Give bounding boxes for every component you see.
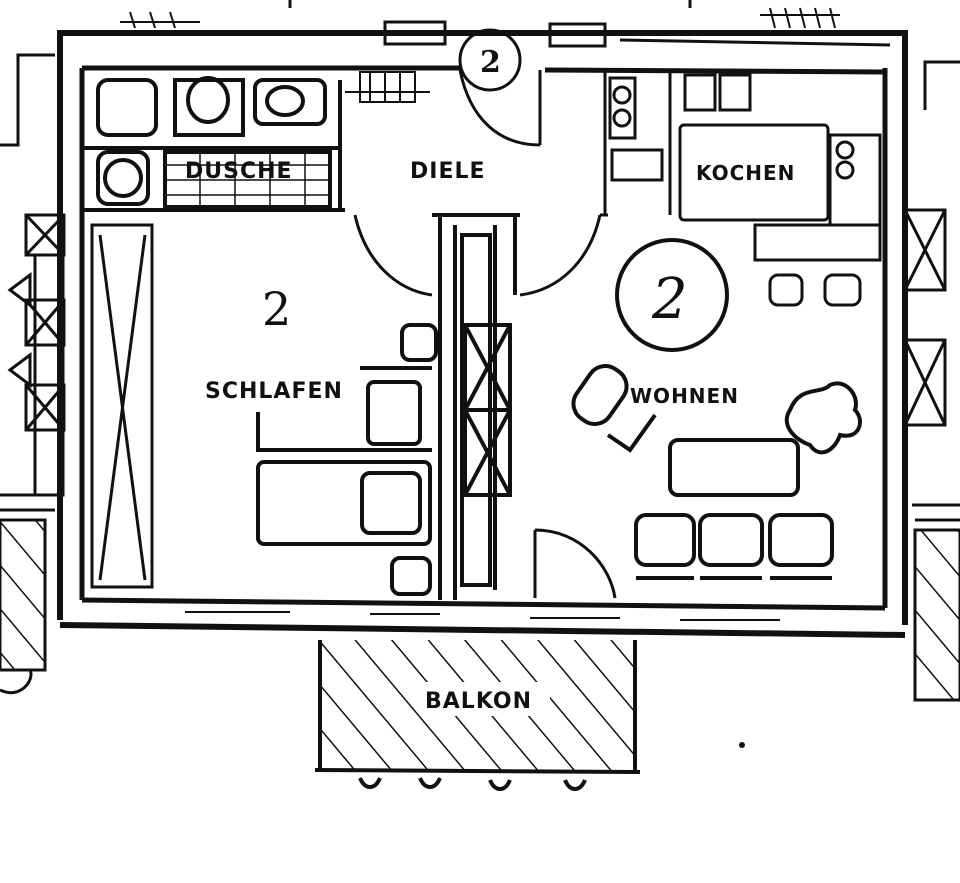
entry-door [458, 28, 542, 147]
bottom-windows [185, 611, 780, 621]
stray-dot [739, 742, 745, 748]
central-wall [432, 213, 520, 600]
left-wall-elements [0, 53, 66, 497]
bathroom-tiles [165, 152, 330, 207]
bath-door-fixture [345, 71, 430, 103]
outer-walls [57, 30, 908, 638]
door-swings [353, 213, 617, 599]
top-hatching [120, 7, 840, 29]
room-label-schlafen: SCHLAFEN [205, 379, 343, 404]
room-label-diele: DIELE [410, 159, 486, 184]
right-wall-elements [903, 60, 960, 522]
inner-frame [79, 65, 888, 611]
room-label-kochen: KOCHEN [696, 161, 795, 185]
left-curve [0, 493, 55, 694]
living-mark-circle [615, 238, 729, 352]
living-mark: 2 [651, 267, 688, 332]
room-label-wohnen: WOHNEN [630, 384, 739, 408]
bedroom-wardrobe [90, 223, 154, 589]
kitchen [603, 72, 882, 307]
bedroom-number: 2 [262, 282, 291, 336]
left-hatched-area [0, 518, 47, 672]
top-windows [288, 0, 891, 48]
balcony-frame [314, 640, 641, 791]
entry-number: 2 [480, 45, 501, 80]
living-furniture [571, 364, 862, 580]
bedroom-bed [256, 323, 438, 596]
balcony-label-bg [420, 682, 550, 716]
room-label-balkon: BALKON [425, 689, 532, 714]
room-label-dusche: DUSCHE [185, 159, 293, 184]
right-hatched-area [913, 528, 960, 702]
